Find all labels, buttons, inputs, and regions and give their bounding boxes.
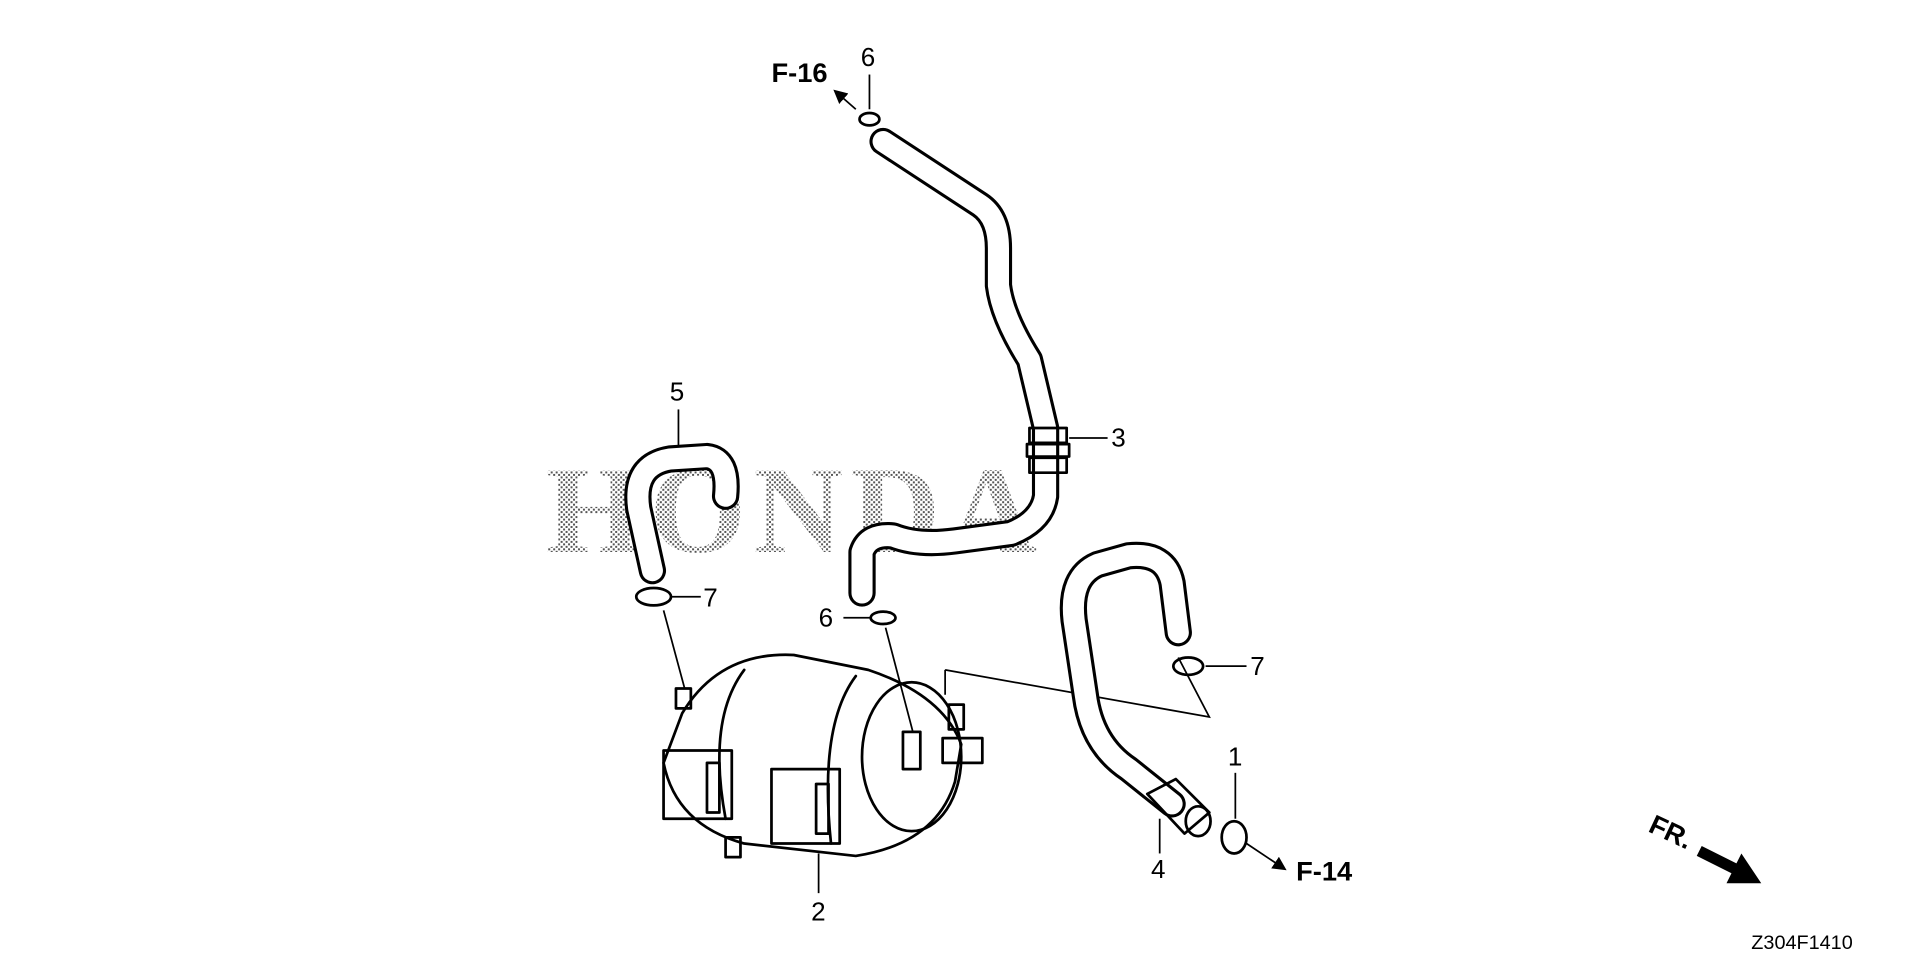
callout-6-mid: 6 (819, 602, 833, 632)
hose-4 (1059, 541, 1212, 838)
leader-line (944, 657, 1211, 719)
diagram-code: Z304F1410 (1751, 932, 1852, 954)
leader-arrow (1246, 842, 1287, 871)
clip-6-mid (869, 610, 897, 626)
callout-5: 5 (670, 377, 684, 407)
callout-6-top: 6 (861, 42, 875, 72)
callout-3: 3 (1111, 423, 1125, 453)
leader-line (884, 627, 914, 733)
callout-1: 1 (1228, 741, 1242, 771)
leader-line (662, 610, 686, 689)
clip-7-right (1171, 656, 1205, 677)
clip-1 (1220, 819, 1248, 855)
hose-5 (624, 442, 740, 585)
reference-f14[interactable]: F-14 (1296, 856, 1353, 887)
callout-2: 2 (811, 896, 825, 926)
callout-7-right: 7 (1250, 651, 1264, 681)
svg-text:FR.: FR. (1645, 808, 1698, 855)
callout-7-left: 7 (703, 583, 717, 613)
front-direction-indicator: FR. (1645, 808, 1762, 884)
hose-3 (848, 127, 1071, 607)
callout-4: 4 (1151, 854, 1165, 884)
clip-7-left (634, 586, 673, 607)
honda-watermark: HONDA (546, 441, 1045, 579)
leader-arrow (833, 89, 857, 110)
clip-6-top (858, 111, 881, 127)
fuel-filter-2 (662, 653, 984, 859)
reference-f16[interactable]: F-16 (771, 57, 827, 88)
arrow-icon (1696, 846, 1762, 884)
